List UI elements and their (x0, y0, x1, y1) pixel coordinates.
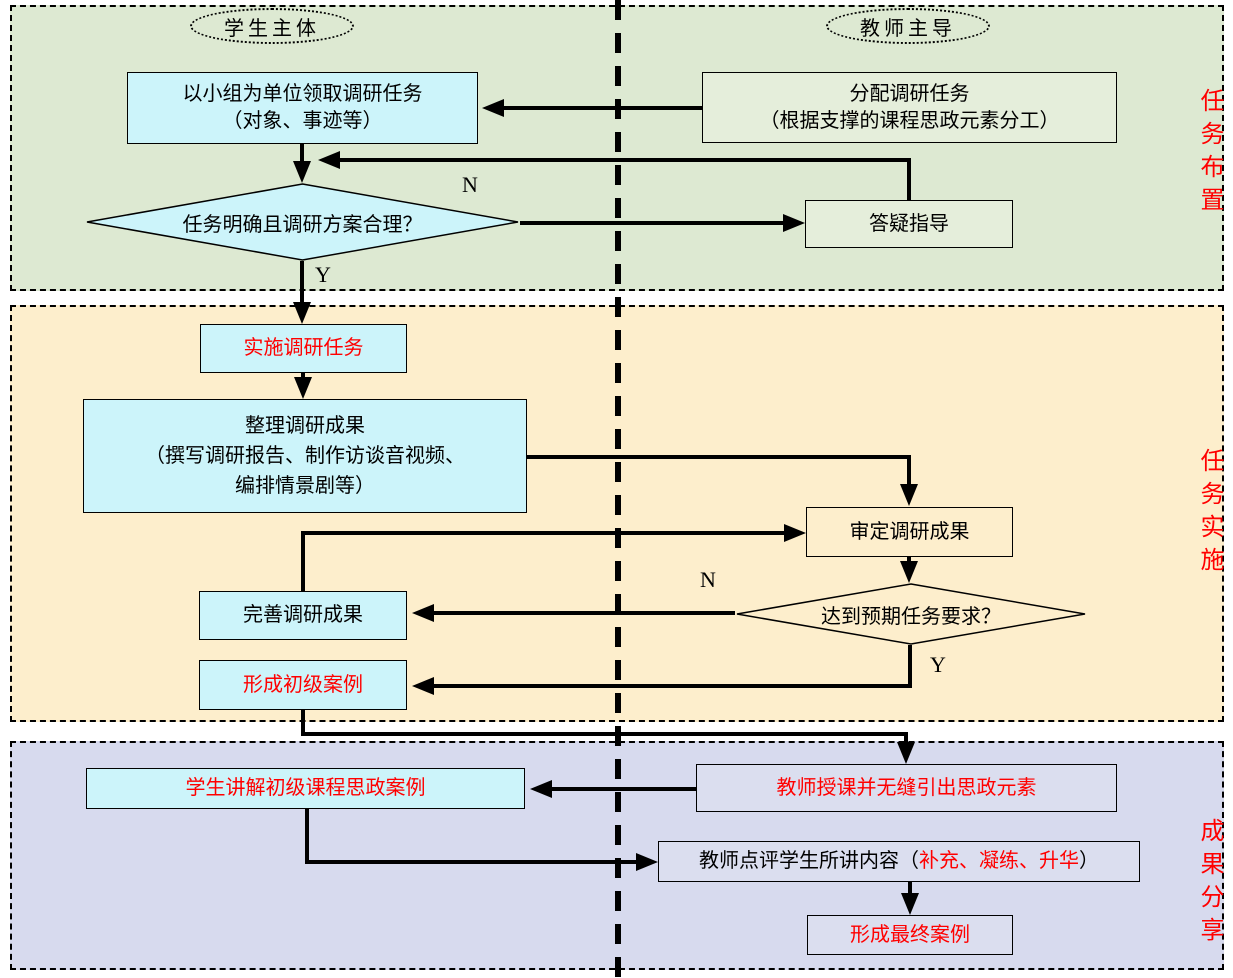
decision-meets-label: 达到预期任务要求？ (821, 605, 1001, 628)
diamond-shape (736, 583, 1086, 645)
decision-diamond-shape (736, 583, 1086, 645)
node-receive-task: 以小组为单位领取调研任务 （对象、事迹等） (127, 72, 478, 144)
branch-label-yes-1: Y (315, 262, 331, 287)
node-receive-task-line1: 以小组为单位领取调研任务 (182, 83, 423, 105)
node-review-results-label: 审定调研成果 (849, 520, 970, 543)
node-student-present: 学生讲解初级课程思政案例 (86, 768, 525, 809)
connector-line (301, 531, 784, 535)
connector-line (904, 732, 908, 742)
lane-divider-dashed-line (615, 0, 621, 978)
student-lane-oval: 学生主体 (190, 8, 354, 44)
arrowhead-left (412, 604, 434, 622)
connector-line (434, 611, 735, 615)
node-teacher-comment-prefix: 教师点评学生所讲内容（ (699, 850, 919, 872)
diamond-shape (86, 183, 519, 261)
node-teacher-lecture: 教师授课并无缝引出思政元素 (696, 764, 1117, 812)
phase-label-task-assignment: 任务布置 (1196, 88, 1223, 220)
node-implement-task: 实施调研任务 (200, 324, 407, 373)
arrowhead-down (293, 161, 311, 183)
node-final-case-label: 形成最终案例 (850, 923, 970, 946)
connector-line (300, 144, 304, 161)
connector-line (502, 106, 702, 110)
node-initial-case: 形成初级案例 (199, 660, 407, 710)
arrowhead-right (636, 853, 658, 871)
connector-line (340, 158, 909, 162)
node-receive-task-line2: （对象、事迹等） (222, 110, 383, 132)
node-guidance: 答疑指导 (805, 200, 1013, 248)
node-teacher-lecture-label: 教师授课并无缝引出思政元素 (776, 776, 1037, 799)
connector-line (434, 684, 912, 688)
phase-label-results-sharing: 成果分享 (1196, 818, 1223, 950)
node-initial-case-label: 形成初级案例 (243, 673, 363, 696)
connector-line (908, 645, 912, 688)
node-teacher-comment-highlight: 补充、凝练、升华 (919, 850, 1079, 872)
node-student-present-label: 学生讲解初级课程思政案例 (185, 777, 426, 799)
decision-diamond-shape (86, 183, 519, 261)
node-improve-results-label: 完善调研成果 (243, 604, 363, 626)
node-implement-task-label: 实施调研任务 (243, 337, 364, 359)
decision-meets-requirements: 达到预期任务要求？ (735, 583, 1087, 645)
student-lane-label: 学生主体 (224, 17, 320, 40)
connector-line (527, 455, 911, 459)
connector-line (907, 158, 911, 200)
node-organize-results: 整理调研成果 （撰写调研报告、制作访谈音视频、 编排情景剧等） (83, 399, 527, 513)
node-teacher-comment: 教师点评学生所讲内容（补充、凝练、升华） (658, 841, 1140, 882)
arrowhead-left (412, 677, 434, 695)
arrowhead-left (482, 99, 504, 117)
decision-plan-label: 任务明确且调研方案合理？ (182, 213, 423, 236)
connector-line (305, 860, 636, 864)
connector-line (907, 455, 911, 484)
connector-line (301, 732, 908, 736)
connector-line (552, 787, 696, 791)
arrowhead-down (897, 742, 915, 764)
arrowhead-down (901, 893, 919, 915)
node-teacher-comment-suffix: ） (1079, 850, 1099, 872)
phase-label-task-implementation: 任务实施 (1196, 448, 1223, 580)
teacher-lane-label: 教师主导 (860, 17, 956, 40)
node-guidance-label: 答疑指导 (869, 212, 949, 235)
arrowhead-left (318, 151, 340, 169)
node-review-results: 审定调研成果 (806, 507, 1013, 557)
branch-label-no-1: N (462, 172, 478, 197)
connector-line (520, 221, 783, 225)
connector-line (305, 809, 309, 864)
node-organize-results-line2: （撰写调研报告、制作访谈音视频、 (145, 445, 465, 467)
node-improve-results: 完善调研成果 (199, 591, 407, 640)
node-final-case: 形成最终案例 (807, 915, 1013, 955)
arrowhead-right (783, 214, 805, 232)
node-organize-results-line1: 整理调研成果 (245, 415, 365, 437)
branch-label-no-2: N (700, 567, 716, 592)
connector-line (301, 373, 305, 377)
connector-line (301, 710, 305, 736)
node-organize-results-line3: 编排情景剧等） (235, 475, 375, 497)
arrowhead-down (900, 484, 918, 506)
node-assign-task-line1: 分配调研任务 (849, 82, 970, 105)
arrowhead-down (294, 377, 312, 399)
node-assign-task: 分配调研任务 （根据支撑的课程思政元素分工） (702, 72, 1117, 143)
teacher-lane-oval: 教师主导 (826, 8, 990, 44)
arrowhead-down (900, 561, 918, 583)
branch-label-yes-2: Y (930, 652, 946, 677)
arrowhead-left (530, 780, 552, 798)
connector-line (908, 882, 912, 893)
connector-line (300, 261, 304, 302)
arrowhead-down (293, 302, 311, 324)
arrowhead-right (784, 524, 806, 542)
node-assign-task-line2: （根据支撑的课程思政元素分工） (759, 109, 1060, 132)
connector-line (301, 531, 305, 591)
connector-line (907, 557, 911, 561)
decision-plan-reasonable: 任务明确且调研方案合理？ (85, 183, 520, 261)
